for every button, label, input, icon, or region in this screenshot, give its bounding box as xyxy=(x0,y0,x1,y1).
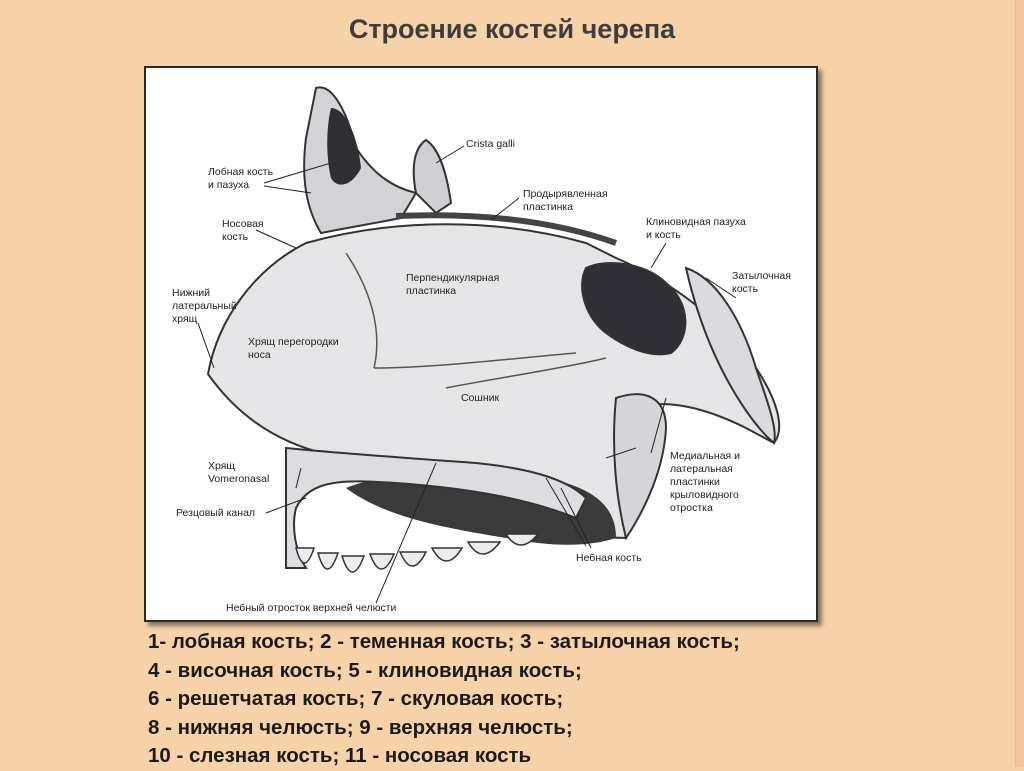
label-frontal: Лобная кость и пазуха xyxy=(208,166,273,192)
label-cribriform: Продырявленная пластинка xyxy=(523,188,608,214)
label-incisive-canal: Резцовый канал xyxy=(176,507,255,520)
label-nasal-bone: Носовая кость xyxy=(222,218,264,244)
bone-legend: 1- лобная кость; 2 - теменная кость; 3 -… xyxy=(148,628,988,771)
skull-diagram-panel: Лобная кость и пазуха Crista galli Проды… xyxy=(144,66,818,622)
label-palatine-process: Небный отросток верхней челюсти xyxy=(226,602,396,615)
right-edge-strip xyxy=(1015,0,1024,767)
label-pterygoid: Медиальная и латеральная пластинки крыло… xyxy=(670,450,740,515)
pterygoid-plates xyxy=(614,394,666,538)
label-crista-galli: Crista galli xyxy=(466,138,515,151)
label-perpendicular-plate: Перпендикулярная пластинка xyxy=(406,272,499,298)
frontal-bone-shape xyxy=(304,87,416,233)
legend-line: 1- лобная кость; 2 - теменная кость; 3 -… xyxy=(148,628,988,657)
legend-line: 8 - нижняя челюсть; 9 - верхняя челюсть; xyxy=(148,714,988,743)
label-palatine-bone: Небная кость xyxy=(576,552,642,565)
label-lower-cartilage: Нижний латеральный хрящ xyxy=(172,287,237,326)
crista-galli-shape xyxy=(414,140,451,213)
slide-title: Строение костей черепа xyxy=(0,14,1024,45)
label-sphenoid: Клиновидная пазуха и кость xyxy=(646,216,746,242)
legend-line: 6 - решетчатая кость; 7 - скуловая кость… xyxy=(148,685,988,714)
frontal-sinus xyxy=(327,108,361,185)
label-vomeronasal: Хрящ Vomeronasal xyxy=(208,460,269,486)
label-vomer: Сошник xyxy=(461,392,499,405)
label-septal-cartilage: Хрящ перегородки носа xyxy=(248,336,339,362)
label-occipital: Затылочная кость xyxy=(732,270,791,296)
legend-line: 10 - слезная кость; 11 - носовая кость xyxy=(148,742,988,771)
legend-line: 4 - височная кость; 5 - клиновидная кост… xyxy=(148,657,988,686)
teeth-row xyxy=(296,534,538,572)
